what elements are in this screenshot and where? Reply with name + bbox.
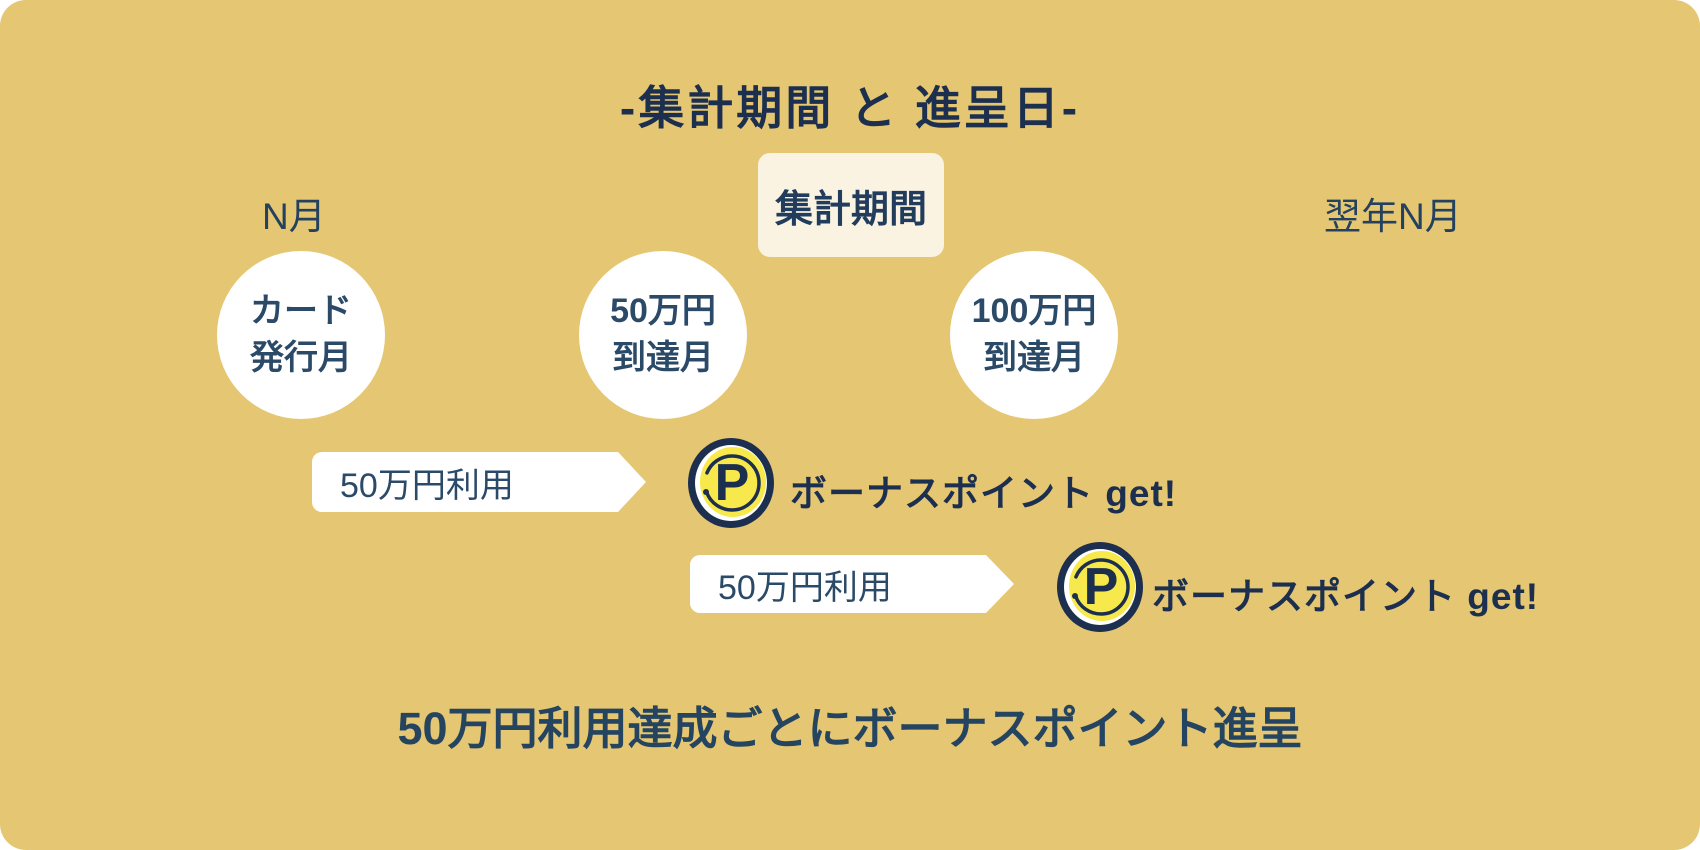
milestone-1m-month: 100万円 到達月 [950, 251, 1118, 419]
point-coin-icon: P [1056, 541, 1144, 633]
milestone-line2: 到達月 [983, 339, 1085, 377]
usage-arrow-banner-1: 50万円利用 [312, 452, 646, 512]
milestone-card-issue-month: カード 発行月 [217, 251, 385, 419]
coin-letter: P [1084, 558, 1119, 616]
milestone-line2: 到達月 [612, 339, 714, 377]
footer-summary: 50万円利用達成ごとにボーナスポイント進呈 [397, 703, 1303, 754]
bonus-get-label-1: ボーナスポイント get! [790, 473, 1178, 514]
milestone-line2: 発行月 [250, 339, 352, 377]
milestone-line1: 100万円 [971, 292, 1097, 330]
milestone-line1: 50万円 [610, 292, 716, 330]
bonus-get-label-2: ボーナスポイント get! [1152, 576, 1540, 617]
point-coin-icon: P [1057, 542, 1143, 632]
usage-banner-label: 50万円利用 [718, 568, 892, 607]
timeline-start-label: N月 [262, 196, 326, 237]
point-coin-icon: P [687, 437, 775, 529]
aggregation-period-label: 集計期間 [774, 188, 927, 231]
milestone-500k-month: 50万円 到達月 [579, 251, 747, 419]
page-title: -集計期間 と 進呈日- [619, 82, 1081, 134]
usage-arrow-banner-2: 50万円利用 [690, 555, 1014, 613]
point-coin-icon: P [688, 438, 774, 528]
usage-banner-label: 50万円利用 [340, 466, 514, 505]
timeline-end-label: 翌年N月 [1324, 196, 1462, 237]
milestone-line1: カード [250, 292, 352, 330]
coin-letter: P [715, 454, 750, 512]
aggregation-period-box: 集計期間 [758, 153, 944, 257]
